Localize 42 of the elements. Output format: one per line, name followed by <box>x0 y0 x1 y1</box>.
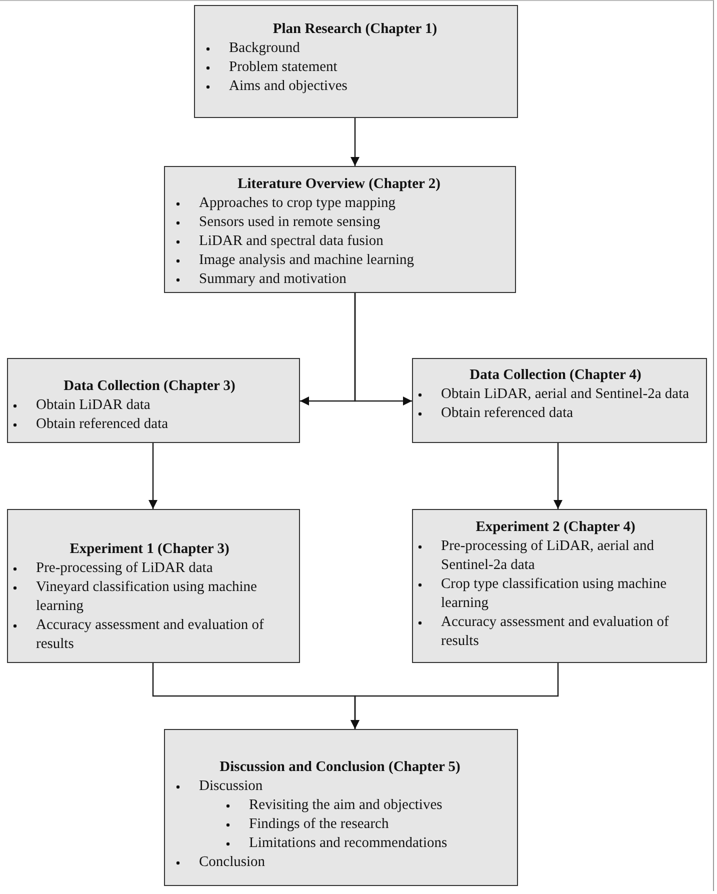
bullet-item: Obtain LiDAR data <box>36 397 150 413</box>
box-heading: Data Collection (Chapter 4) <box>468 366 642 385</box>
arrow <box>350 118 360 166</box>
arrow <box>354 293 412 406</box>
process-box <box>164 166 516 293</box>
process-box <box>7 358 300 443</box>
bullet-item: Findings of the research <box>249 816 389 832</box>
bullet-item: Obtain LiDAR, aerial and Sentinel-2a data <box>441 386 690 402</box>
bullet-item: Obtain referenced data <box>441 405 574 421</box>
process-box <box>7 509 300 663</box>
bullet-item: Pre-processing of LiDAR, aerial and Sentinel-2a data <box>441 538 654 573</box>
process-box <box>412 358 707 443</box>
bullet-item: Discussion <box>199 778 263 794</box>
bullet-item: Crop type classification using machine learning <box>441 576 667 611</box>
bullet-item: Approaches to crop type mapping <box>199 195 396 211</box>
box-heading: Discussion and Conclusion (Chapter 5) <box>218 758 462 777</box>
bullet-item: Summary and motivation <box>199 271 346 287</box>
arrow <box>148 443 158 509</box>
bullet-item: Aims and objectives <box>229 78 348 94</box>
process-box <box>164 729 518 886</box>
box-heading: Literature Overview (Chapter 2) <box>236 175 442 194</box>
bullet-item: Obtain referenced data <box>36 416 168 432</box>
box-heading: Data Collection (Chapter 3) <box>62 377 236 396</box>
box-heading: Experiment 2 (Chapter 4) <box>474 518 636 537</box>
bullet-item: Vineyard classification using machine learning <box>36 579 257 614</box>
bullet-item: Limitations and recommendations <box>249 835 448 851</box>
box-heading: Experiment 1 (Chapter 3) <box>68 540 230 559</box>
bullet-item: Sensors used in remote sensing <box>199 214 380 230</box>
bullet-item: Revisiting the aim and objectives <box>249 797 442 813</box>
bullet-item: Accuracy assessment and evaluation of results <box>441 614 669 649</box>
box-heading: Plan Research (Chapter 1) <box>272 20 438 39</box>
bullet-item: LiDAR and spectral data fusion <box>199 233 384 249</box>
bullet-item: Pre-processing of LiDAR data <box>36 560 213 576</box>
bullet-item: Accuracy assessment and evaluation of results <box>36 617 264 652</box>
arrow <box>350 663 559 729</box>
process-box <box>412 509 707 663</box>
process-box <box>194 5 518 118</box>
bullet-item: Image analysis and machine learning <box>199 252 414 268</box>
bullet-item: Background <box>229 40 300 56</box>
arrow <box>553 443 563 509</box>
bullet-item: Problem statement <box>229 59 338 75</box>
bullet-item: Conclusion <box>199 854 266 870</box>
